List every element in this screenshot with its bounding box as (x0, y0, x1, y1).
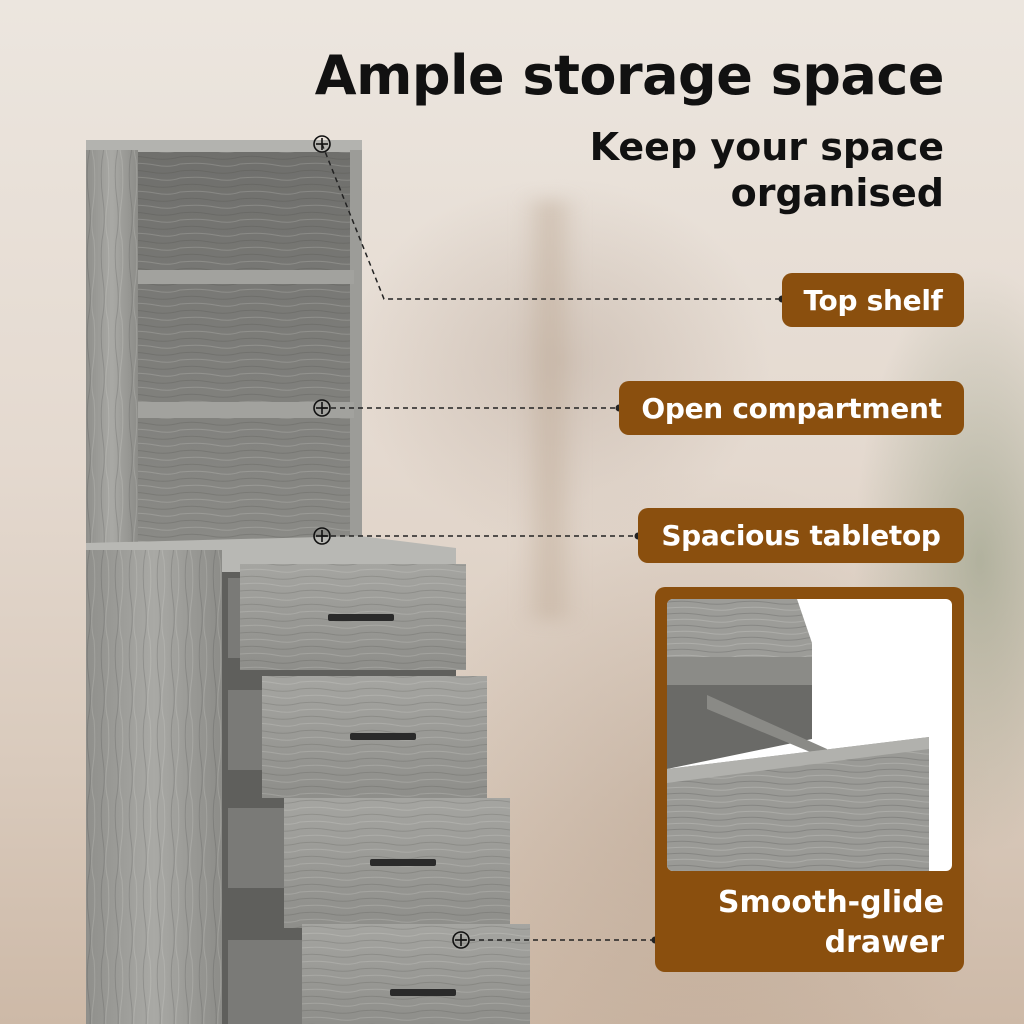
headline-subtitle: Keep your space organised (589, 125, 944, 215)
callout-open-compartment: Open compartment (619, 381, 964, 435)
headline-title: Ample storage space (314, 44, 945, 107)
callout-smooth-glide-line1: Smooth-glide (717, 885, 944, 920)
callout-smooth-glide-drawer: Smooth-glide drawer (718, 883, 944, 963)
drawer-detail-card: Smooth-glide drawer (655, 587, 964, 972)
background-blur (520, 200, 580, 620)
drawer-closeup-image (667, 599, 952, 871)
callout-top-shelf: Top shelf (782, 273, 964, 327)
plus-circle-marker-icon (313, 135, 470, 949)
callout-spacious-tabletop: Spacious tabletop (638, 508, 964, 563)
callout-smooth-glide-line2: drawer (824, 925, 944, 960)
